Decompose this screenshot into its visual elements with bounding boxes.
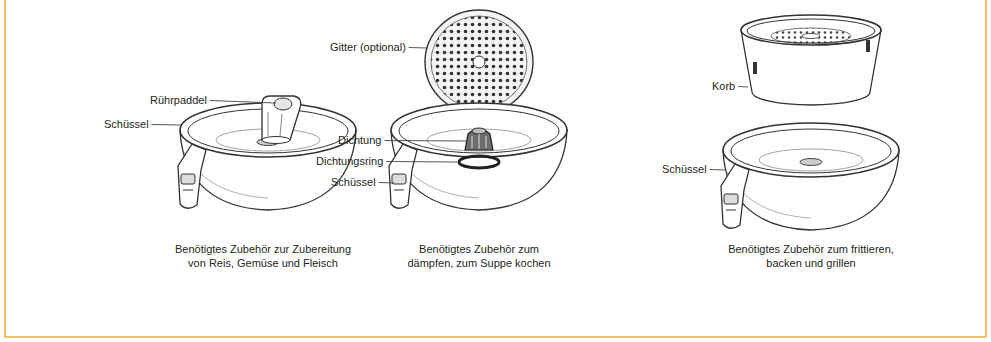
- leader-line: [379, 182, 394, 184]
- leader-line: [409, 47, 428, 49]
- seal-drawing: [465, 128, 493, 150]
- leader-line: [386, 161, 457, 163]
- basket-drawing: [741, 15, 881, 105]
- part-label: Dichtungsring: [316, 155, 383, 168]
- leader-line: [210, 101, 276, 104]
- caption: Benötigtes Zubehör zum frittieren, backe…: [727, 242, 895, 270]
- caption: Benötigtes Zubehör zum dämpfen, zum Supp…: [399, 242, 559, 270]
- leader-line: [152, 124, 181, 126]
- part-label: Schüssel: [104, 118, 149, 131]
- part-label: Schüssel: [662, 163, 707, 176]
- bowl-drawing: [721, 123, 899, 230]
- leader-line: [710, 169, 726, 171]
- seal-ring-drawing: [459, 156, 499, 168]
- part-label: Schüssel: [331, 176, 376, 189]
- part-label: Rührpaddel: [150, 94, 207, 107]
- leader-line: [384, 140, 466, 142]
- part-label: Gitter (optional): [330, 41, 406, 54]
- leader-line: [738, 86, 748, 88]
- part-label: Dichtung: [338, 134, 381, 147]
- bowl-drawing: [389, 103, 567, 210]
- caption: Benötigtes Zubehör zur Zubereitung von R…: [165, 242, 361, 270]
- part-label: Korb: [712, 80, 735, 93]
- frame: [5, 0, 986, 337]
